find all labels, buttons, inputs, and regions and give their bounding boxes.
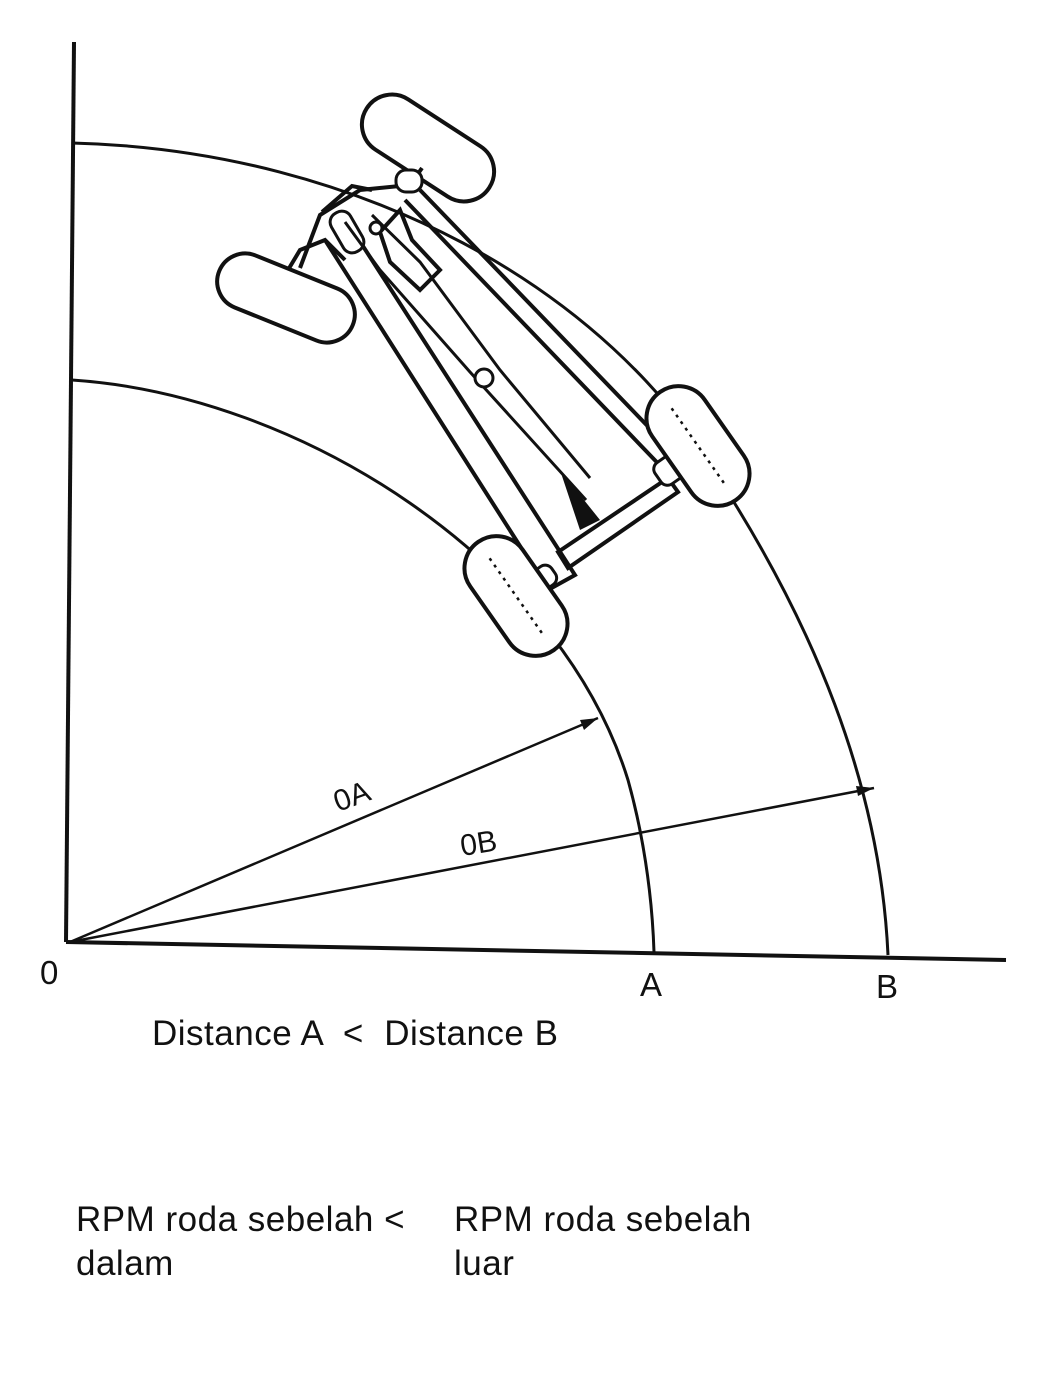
label-radius-ob: 0B xyxy=(458,825,499,863)
arrow-ob xyxy=(856,786,874,796)
radius-line-ob xyxy=(69,786,875,944)
front-left-wheel xyxy=(215,251,357,345)
rpm-outer-caption-line1: RPM roda sebelah xyxy=(454,1200,752,1239)
radius-line-oa xyxy=(69,716,599,944)
y-axis xyxy=(64,41,76,943)
rear-left-wheel xyxy=(462,534,570,658)
x-axis xyxy=(65,940,1007,962)
distance-caption: Distance A < Distance B xyxy=(152,1014,559,1053)
rpm-inner-caption-line2: dalam xyxy=(76,1244,174,1283)
label-point-a: A xyxy=(640,966,662,1003)
rpm-outer-caption-line2: luar xyxy=(454,1244,515,1283)
arrow-oa xyxy=(580,718,598,730)
inner-arc xyxy=(71,378,656,953)
label-origin: 0 xyxy=(40,954,58,991)
rear-right-wheel xyxy=(644,384,752,508)
label-radius-oa: 0A xyxy=(329,775,375,819)
front-right-wheel xyxy=(359,92,497,204)
rpm-inner-caption-line1: RPM roda sebelah < xyxy=(76,1200,406,1239)
label-point-b: B xyxy=(876,968,898,1005)
vehicle-top-view xyxy=(215,92,752,658)
